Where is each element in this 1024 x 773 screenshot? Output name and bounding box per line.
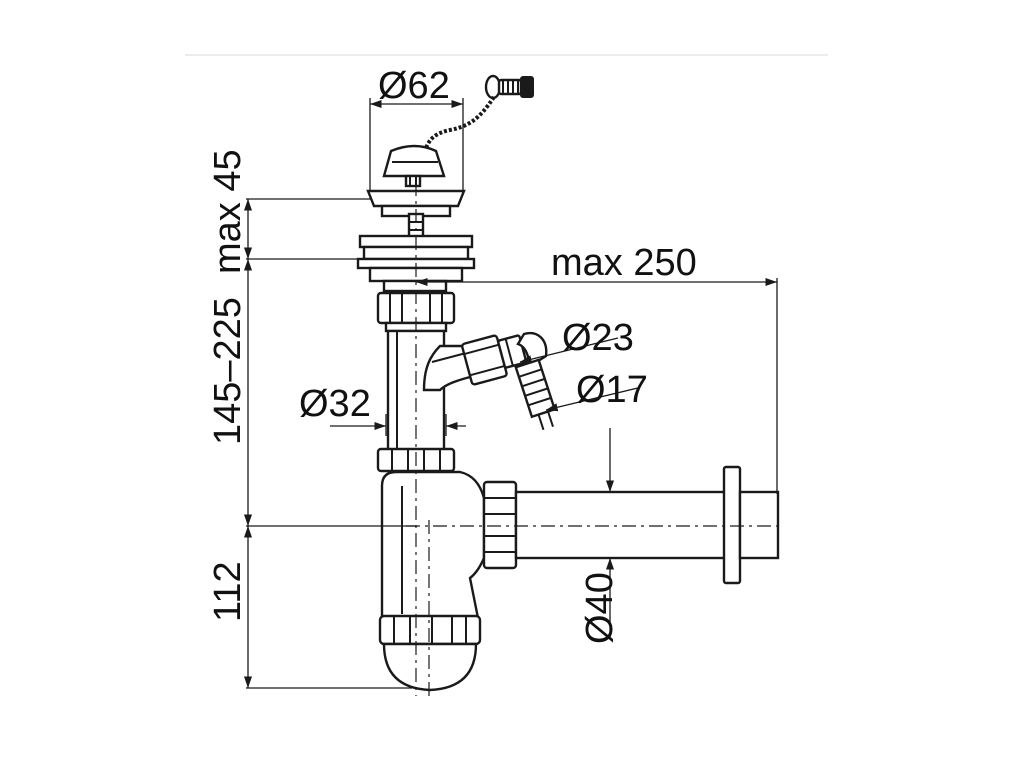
label-reach: max 250: [551, 242, 697, 284]
dimension-pipe-diameter: Ø32: [299, 383, 466, 436]
dimension-outlet-diameter: Ø40: [579, 428, 621, 644]
label-adjustable-height: 145–225: [207, 297, 249, 445]
dimension-hose-connector: Ø23 Ø17: [519, 317, 648, 412]
label-trap-depth: 112: [207, 561, 249, 622]
label-hose-connector-inner: Ø17: [576, 369, 648, 411]
dimension-reach: max 250: [416, 242, 778, 494]
bottle-trap-body: [378, 470, 486, 692]
label-top-height: max 45: [207, 149, 249, 274]
plug-stopper-with-chain: [382, 74, 534, 188]
side-inlet-hose-connector: [422, 331, 557, 431]
dimension-strainer-diameter: Ø62: [369, 65, 464, 192]
label-outlet-diameter: Ø40: [579, 572, 621, 644]
label-hose-connector-outer: Ø23: [562, 317, 634, 359]
horizontal-outlet-pipe: [482, 465, 780, 585]
dimension-chain-left: max 45 145–225 112: [207, 149, 416, 689]
label-strainer-diameter: Ø62: [378, 65, 450, 107]
label-pipe-diameter: Ø32: [299, 383, 371, 425]
